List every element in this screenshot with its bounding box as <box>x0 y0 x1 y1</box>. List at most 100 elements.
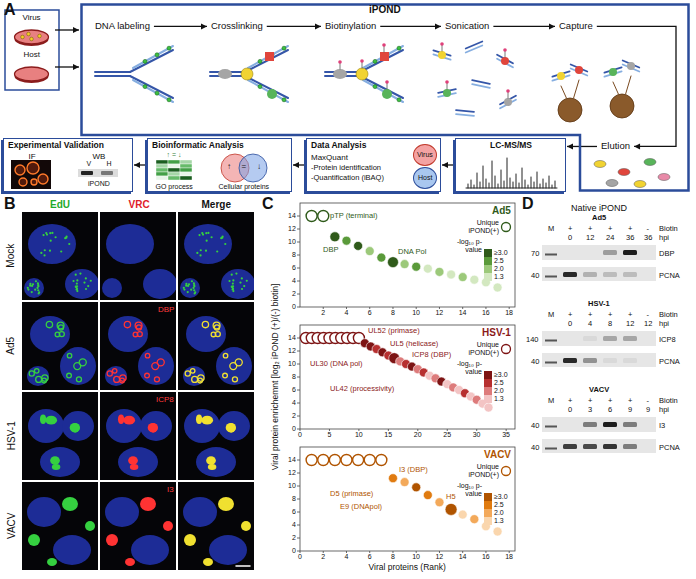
axis-tick <box>346 551 347 553</box>
nucleus <box>184 409 220 443</box>
flow-arrow <box>267 26 321 27</box>
tick-label: 14 <box>459 309 467 317</box>
blot-band <box>623 272 637 277</box>
row-label: hpi <box>659 234 669 243</box>
replication-focus <box>140 497 156 511</box>
legend-label: 2.0 <box>494 387 504 395</box>
node-label: Experimental Validation <box>8 141 104 151</box>
biotin <box>503 48 507 52</box>
replication-focus <box>218 497 234 511</box>
node-label: IF <box>29 152 36 161</box>
axis-tick <box>297 525 300 526</box>
legend-swatch <box>484 509 492 517</box>
flow-arrow <box>154 26 207 27</box>
legend-label: 2.0 <box>494 265 504 273</box>
flow-arrow <box>493 23 555 29</box>
data-point <box>376 455 387 466</box>
lane-label: 0 <box>568 234 572 243</box>
micrograph <box>100 482 176 570</box>
nucleus <box>28 224 76 264</box>
workflow-panel: iPONDDNA labelingCrosslinkingBiotinylati… <box>80 3 690 192</box>
legend-label: ≥3.0 <box>494 249 508 257</box>
node-label: Sonication <box>442 20 492 33</box>
replication-focus <box>184 534 196 546</box>
node-label: ↑ = ↓ <box>167 151 182 159</box>
dna-strand <box>363 80 403 102</box>
axis-tick <box>506 429 507 431</box>
point-annotation: DBP <box>323 246 338 255</box>
blot-band <box>583 336 597 341</box>
tick-label: 12 <box>288 347 296 355</box>
tick-label: 0 <box>292 425 296 433</box>
dna-strand <box>471 180 472 188</box>
edu-label <box>167 46 171 50</box>
tick-label: 20 <box>414 431 422 439</box>
flow-arrow <box>55 64 79 70</box>
replication-focus <box>34 369 38 373</box>
replication-focus <box>27 288 29 290</box>
culture-dish <box>15 30 49 44</box>
replication-focus <box>163 521 173 531</box>
micrograph <box>178 302 254 390</box>
tick-label: 6 <box>368 309 372 317</box>
flow-arrow <box>154 23 207 29</box>
data-point <box>423 491 432 500</box>
axis-tick <box>476 429 477 431</box>
dna-strand <box>474 185 475 188</box>
nucleus <box>131 535 169 565</box>
node-label: Bioinformatic Analysis <box>152 141 244 151</box>
blot-band <box>583 444 597 449</box>
row-label: Biotin <box>659 225 678 234</box>
dna-strand <box>522 168 523 188</box>
legend-swatch <box>484 395 492 403</box>
protein <box>438 51 446 59</box>
node-label: Host <box>24 50 40 59</box>
node-label: -Protein identification <box>311 164 381 173</box>
replication-focus <box>148 423 158 432</box>
replication-focus <box>154 377 159 382</box>
tick-label: 16 <box>482 309 490 317</box>
micrograph <box>22 482 98 570</box>
node-label: Virus <box>23 13 41 22</box>
step-label: DNA labeling <box>92 20 153 33</box>
blot-band <box>603 272 617 277</box>
replication-focus <box>76 377 81 382</box>
dna-strand <box>626 76 631 94</box>
replication-focus <box>193 289 195 291</box>
lane-label: M <box>548 225 554 234</box>
replication-focus <box>67 353 71 357</box>
capture-bead <box>610 94 634 118</box>
replication-focus <box>208 464 217 470</box>
blot-band <box>563 444 577 449</box>
legend-label: Unique iPOND(+) <box>463 463 499 479</box>
point-annotation: UL5 (helicase) <box>390 340 438 349</box>
tick-label: 10 <box>288 482 296 490</box>
marker-band <box>545 340 557 342</box>
replication-focus <box>67 373 72 378</box>
flow-arrow <box>293 162 305 168</box>
dna-strand <box>510 178 511 188</box>
nucleus <box>60 347 96 385</box>
point-annotation: UL30 (DNA pol) <box>310 360 363 369</box>
replication-focus <box>40 252 42 254</box>
axis-tick <box>392 551 393 553</box>
lane-label: 6 <box>608 406 612 415</box>
virus-mark <box>21 35 25 39</box>
nucleus <box>216 347 252 385</box>
blot-band <box>563 358 577 363</box>
data-point <box>318 455 329 466</box>
dna-strand <box>537 172 538 188</box>
western-blot <box>101 171 113 175</box>
tick-label: 12 <box>435 553 443 561</box>
legend-title: -log₁₀ p-value <box>454 482 482 498</box>
data-point <box>377 253 386 262</box>
legend-swatch <box>484 249 492 257</box>
replication-focus <box>65 235 67 237</box>
replication-focus <box>226 423 236 432</box>
tick-label: 12 <box>435 309 443 317</box>
node-label: LC-MS/MS <box>490 141 532 151</box>
marker-band <box>545 362 557 364</box>
micrograph <box>178 302 254 390</box>
lane-label: M <box>548 397 554 406</box>
edu-label <box>282 98 286 102</box>
